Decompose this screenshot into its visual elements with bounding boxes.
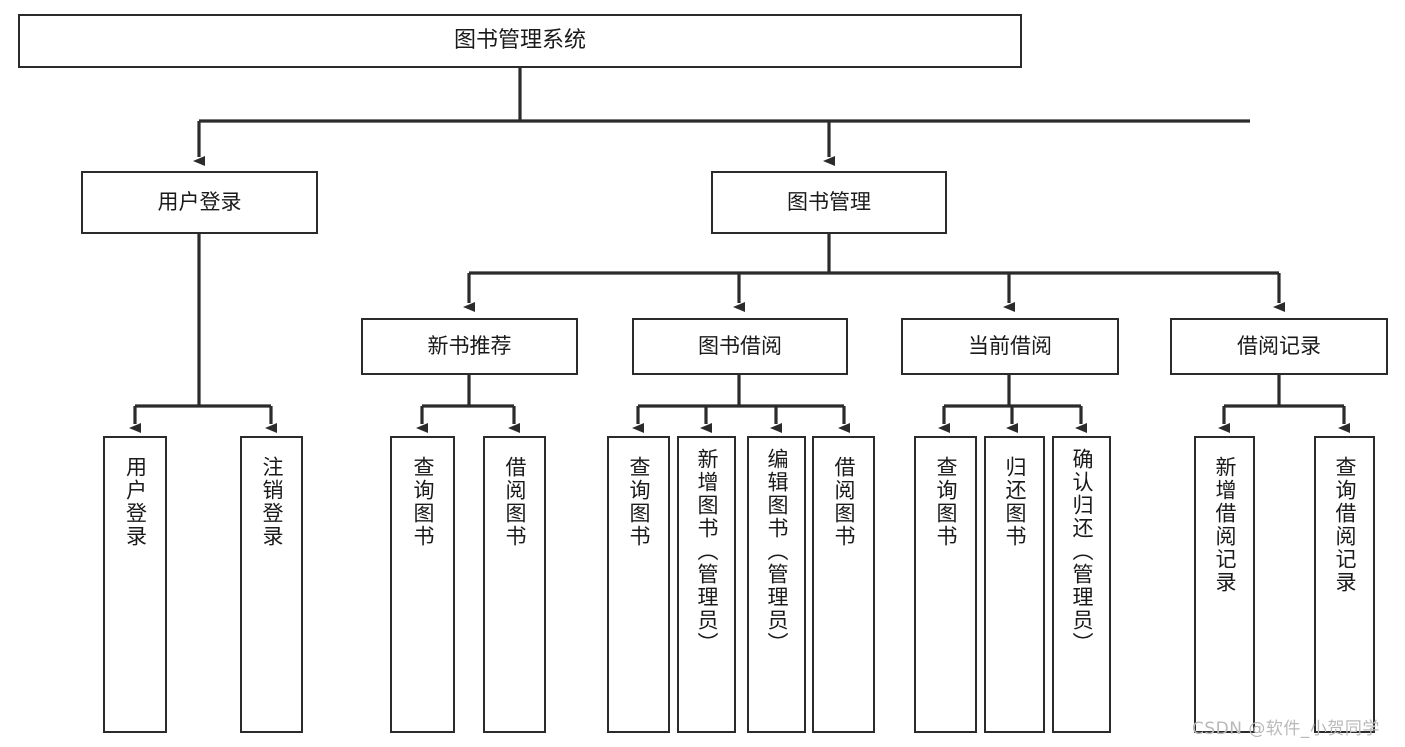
leaf-user-login-signout-label: 注销登录	[260, 456, 284, 548]
leaf-book-borrow-edit[interactable]: 编辑图书（管理员）	[747, 436, 806, 733]
leaf-borrow-record-add-label: 新增借阅记录	[1213, 456, 1237, 594]
node-root-system-label: 图书管理系统	[453, 28, 586, 54]
node-current-borrow-label: 当前借阅	[968, 334, 1052, 359]
node-user-login[interactable]: 用户登录	[81, 171, 318, 234]
leaf-book-borrow-lend-label: 借阅图书	[832, 456, 856, 548]
node-current-borrow[interactable]: 当前借阅	[901, 318, 1119, 375]
leaf-current-borrow-confirm-label: 确认归还（管理员）	[1070, 448, 1094, 655]
leaf-new-book-borrow-label: 借阅图书	[503, 456, 527, 548]
leaf-current-borrow-query[interactable]: 查询图书	[914, 436, 977, 733]
leaf-new-book-query[interactable]: 查询图书	[390, 436, 455, 733]
node-new-book-recommend[interactable]: 新书推荐	[361, 318, 578, 375]
leaf-borrow-record-add[interactable]: 新增借阅记录	[1194, 436, 1255, 733]
leaf-book-borrow-query[interactable]: 查询图书	[607, 436, 670, 733]
node-book-borrow[interactable]: 图书借阅	[632, 318, 848, 375]
leaf-borrow-record-query-label: 查询借阅记录	[1333, 456, 1357, 594]
leaf-user-login-signin[interactable]: 用户登录	[103, 436, 167, 733]
leaf-book-borrow-query-label: 查询图书	[627, 456, 651, 548]
leaf-new-book-borrow[interactable]: 借阅图书	[483, 436, 546, 733]
node-book-management[interactable]: 图书管理	[711, 171, 947, 234]
leaf-current-borrow-return[interactable]: 归还图书	[984, 436, 1045, 733]
node-book-borrow-label: 图书借阅	[698, 334, 782, 359]
node-book-management-label: 图书管理	[787, 190, 871, 215]
node-borrow-record[interactable]: 借阅记录	[1170, 318, 1388, 375]
node-root-system[interactable]: 图书管理系统	[18, 14, 1022, 68]
node-new-book-recommend-label: 新书推荐	[427, 334, 512, 359]
leaf-book-borrow-add[interactable]: 新增图书（管理员）	[677, 436, 736, 733]
node-user-login-label: 用户登录	[157, 190, 242, 215]
leaf-new-book-query-label: 查询图书	[411, 456, 435, 548]
leaf-user-login-signout[interactable]: 注销登录	[240, 436, 303, 733]
leaf-current-borrow-return-label: 归还图书	[1003, 456, 1027, 548]
leaf-book-borrow-add-label: 新增图书（管理员）	[695, 448, 719, 655]
leaf-current-borrow-query-label: 查询图书	[934, 456, 958, 548]
leaf-user-login-signin-label: 用户登录	[123, 456, 148, 548]
watermark-credit: CSDN @软件_小贺同学	[1192, 719, 1380, 739]
leaf-borrow-record-query[interactable]: 查询借阅记录	[1314, 436, 1375, 733]
leaf-book-borrow-lend[interactable]: 借阅图书	[812, 436, 875, 733]
leaf-book-borrow-edit-label: 编辑图书（管理员）	[765, 448, 789, 655]
leaf-current-borrow-confirm[interactable]: 确认归还（管理员）	[1052, 436, 1111, 733]
node-borrow-record-label: 借阅记录	[1237, 334, 1321, 359]
